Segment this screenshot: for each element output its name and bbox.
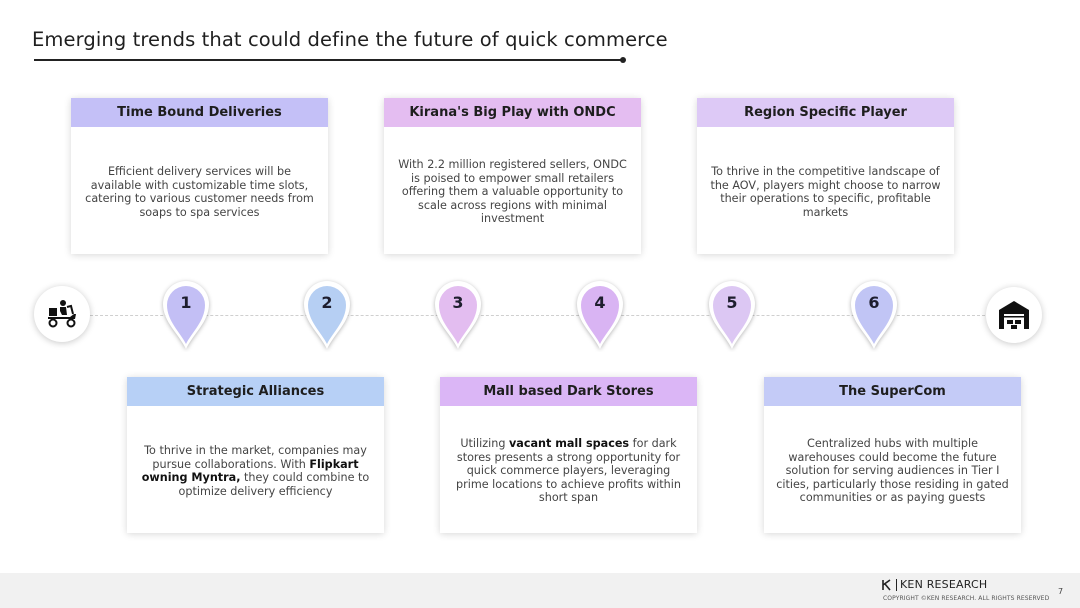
pin-number: 1	[180, 293, 192, 312]
trend-card-3: Kirana's Big Play with ONDC With 2.2 mil…	[384, 98, 641, 254]
trend-card-4: Mall based Dark Stores Utilizing vacant …	[440, 377, 697, 533]
card-header: Time Bound Deliveries	[71, 98, 328, 127]
pin-number: 6	[868, 293, 880, 312]
card-header: Strategic Alliances	[127, 377, 384, 406]
trend-card-6: The SuperCom Centralized hubs with multi…	[764, 377, 1021, 533]
title-underline	[34, 59, 624, 61]
timeline-pin-6: 6	[847, 276, 901, 352]
pin-number: 5	[726, 293, 738, 312]
timeline-pin-5: 5	[705, 276, 759, 352]
card-body: Utilizing vacant mall spaces for dark st…	[452, 417, 685, 525]
slide-title: Emerging trends that could define the fu…	[32, 28, 668, 51]
pin-number: 2	[321, 293, 333, 312]
title-underline-dot	[620, 56, 626, 63]
card-description: To thrive in the competitive landscape o…	[710, 165, 941, 219]
card-body: With 2.2 million registered sellers, OND…	[396, 138, 629, 246]
warehouse-icon	[986, 287, 1042, 343]
card-header: Mall based Dark Stores	[440, 377, 697, 406]
pin-number: 3	[452, 293, 464, 312]
timeline-dashed-line	[90, 315, 985, 316]
timeline-pin-4: 4	[573, 276, 627, 352]
timeline-pin-2: 2	[300, 276, 354, 352]
timeline-pin-3: 3	[431, 276, 485, 352]
ken-research-logo-icon	[882, 578, 891, 591]
page-number: 7	[1058, 587, 1064, 596]
card-body: To thrive in the market, companies may p…	[139, 417, 372, 525]
trend-card-1: Time Bound Deliveries Efficient delivery…	[71, 98, 328, 254]
card-header: The SuperCom	[764, 377, 1021, 406]
card-body: Efficient delivery services will be avai…	[83, 138, 316, 246]
trend-card-2: Strategic Alliances To thrive in the mar…	[127, 377, 384, 533]
logo-separator	[896, 578, 897, 591]
card-header: Region Specific Player	[697, 98, 954, 127]
card-description: With 2.2 million registered sellers, OND…	[398, 158, 627, 226]
footer-bar	[0, 573, 1080, 608]
delivery-scooter-icon	[34, 286, 90, 342]
brand-name: KEN RESEARCH	[900, 578, 988, 591]
pin-number: 4	[594, 293, 606, 312]
card-description: To thrive in the market, companies may p…	[141, 444, 370, 498]
copyright-text: COPYRIGHT ©KEN RESEARCH. ALL RIGHTS RESE…	[883, 595, 1050, 602]
card-description: Centralized hubs with multiple warehouse…	[776, 437, 1009, 505]
card-description: Utilizing vacant mall spaces for dark st…	[456, 437, 681, 505]
brand-logo: KEN RESEARCH	[882, 578, 987, 591]
card-description: Efficient delivery services will be avai…	[85, 165, 314, 219]
card-body: To thrive in the competitive landscape o…	[709, 138, 942, 246]
card-body: Centralized hubs with multiple warehouse…	[776, 417, 1009, 525]
timeline-pin-1: 1	[159, 276, 213, 352]
trend-card-5: Region Specific Player To thrive in the …	[697, 98, 954, 254]
card-header: Kirana's Big Play with ONDC	[384, 98, 641, 127]
